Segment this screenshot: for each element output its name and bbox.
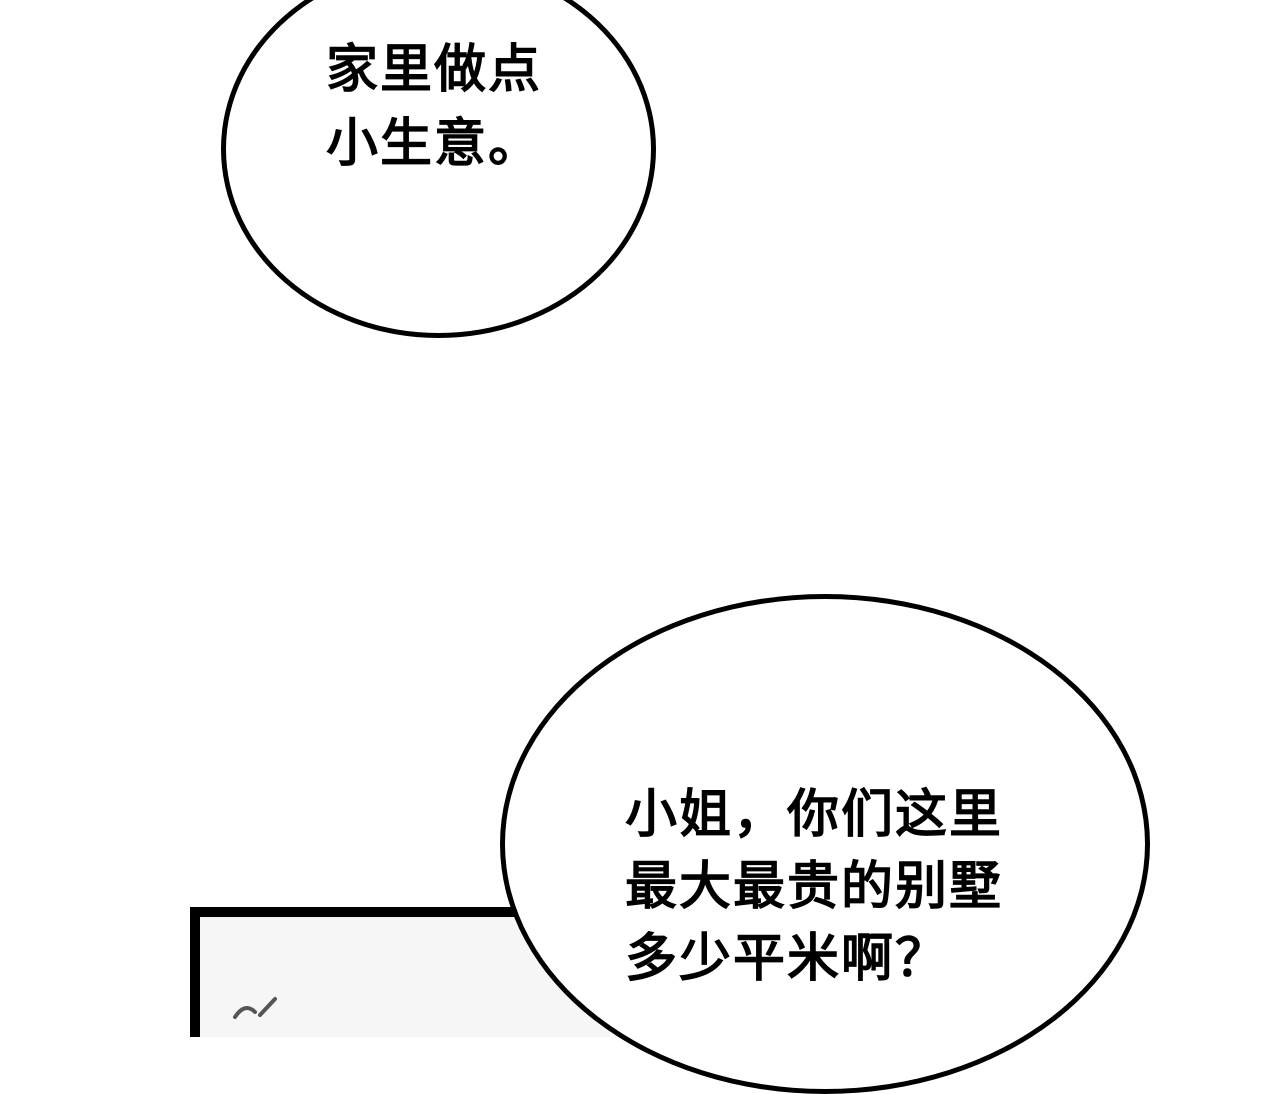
speech-text-bottom: 小姐，你们这里 最大最贵的别墅 多少平米啊？ (625, 785, 1004, 989)
speech-text-top: 家里做点 小生意。 (326, 40, 543, 174)
panel-sketch (233, 997, 277, 1019)
speech-bubble-top: 家里做点 小生意。 (221, 0, 656, 338)
speech-bubble-bottom: 小姐，你们这里 最大最贵的别墅 多少平米啊？ (500, 594, 1150, 1094)
